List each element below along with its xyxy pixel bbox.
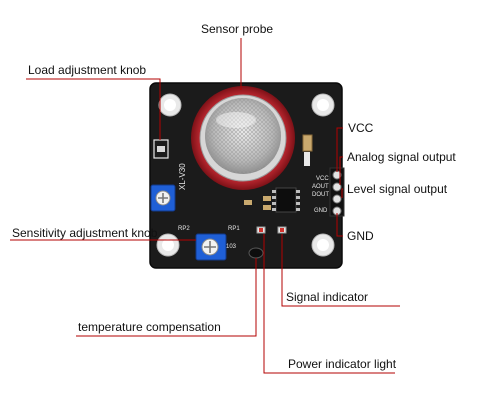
pin-label-dout: DOUT — [312, 192, 329, 198]
pin-label-aout: AOUT — [312, 184, 329, 190]
label-sensor-probe: Sensor probe — [201, 22, 274, 36]
label-sensitivity-knob: Sensitivity adjustment knob — [12, 226, 158, 240]
pin-label-vcc: VCC — [316, 176, 329, 182]
trimmer-potentiometer-icon-2 — [195, 233, 227, 261]
comparator-ic — [275, 187, 297, 213]
label-level-output: Level signal output — [347, 182, 448, 196]
leader-level — [341, 188, 343, 198]
leader-power-indicator — [263, 234, 395, 374]
smd-components — [153, 134, 313, 259]
leader-signal-indicator — [281, 234, 400, 307]
pot-code-label: 103 — [226, 244, 237, 250]
leader-load-knob — [26, 78, 161, 140]
header-pin-icon-2 — [332, 182, 342, 192]
label-power-indicator: Power indicator light — [288, 357, 397, 371]
leader-analog — [339, 156, 343, 185]
label-load-knob: Load adjustment knob — [28, 63, 147, 77]
board-model-label: XL-V30 — [178, 163, 187, 190]
label-gnd: GND — [347, 229, 374, 243]
silkscreen: XL-V30 RP2 RP1 103 VCC AOUT DOUT GND — [178, 163, 329, 250]
label-signal-indicator: Signal indicator — [286, 290, 369, 304]
trimmer-potentiometer-icon — [150, 184, 176, 212]
leader-vcc — [336, 127, 343, 172]
leader-gnd — [336, 213, 343, 237]
label-temp-comp: temperature compensation — [78, 320, 221, 334]
rp1-label: RP1 — [228, 226, 240, 232]
rp2-label: RP2 — [178, 226, 190, 232]
header-pin-icon-3 — [332, 194, 342, 204]
leader-lines — [10, 38, 400, 374]
label-vcc: VCC — [348, 121, 374, 135]
sensor-probe-icon — [191, 86, 295, 190]
pin-label-gnd: GND — [314, 208, 328, 214]
leader-temp-comp — [76, 258, 257, 337]
label-analog-output: Analog signal output — [347, 150, 456, 164]
